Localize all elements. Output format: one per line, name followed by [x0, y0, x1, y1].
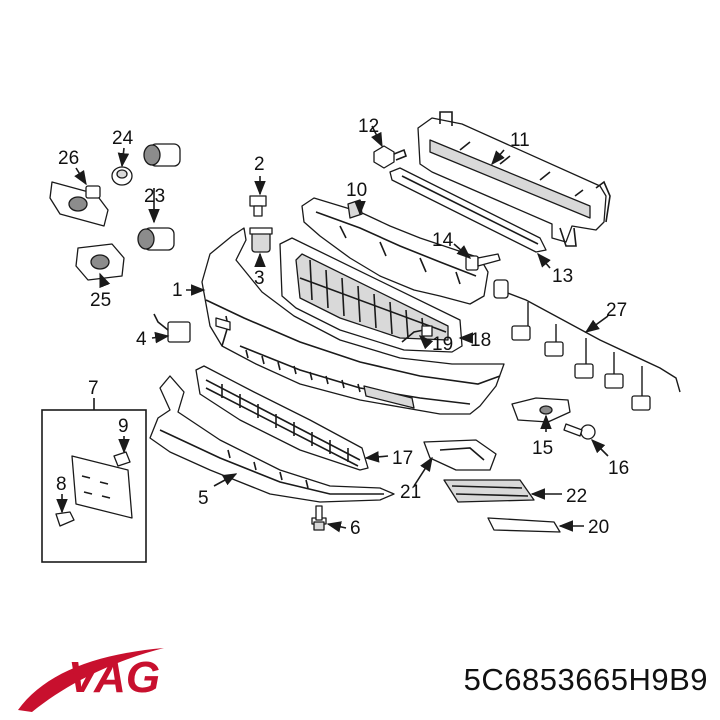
logo-swoosh [18, 648, 164, 712]
callout-27: 27 [606, 300, 627, 321]
callout-8: 8 [56, 474, 67, 495]
callout-15: 15 [532, 438, 553, 459]
part-number: 5C6853665H9B9 [463, 662, 708, 697]
part-11-bumper-beam [417, 111, 611, 247]
part-1-bumper-cover [201, 227, 505, 415]
callout-20: 20 [588, 517, 609, 538]
part-17-lower-grille [195, 365, 369, 471]
part-3-clip [249, 227, 273, 253]
part-13-absorber-strip [389, 167, 547, 253]
part-14-bolt [465, 253, 501, 271]
callout-19: 19 [432, 334, 453, 355]
vag-logo: VAG [18, 648, 164, 712]
callout-25: 25 [90, 290, 111, 311]
callout-numbers: 1 2 3 4 5 6 7 8 9 10 11 12 13 14 15 16 1… [56, 116, 629, 539]
part-24-grommet [111, 166, 133, 186]
callout-24: 24 [112, 128, 134, 149]
callout-26: 26 [58, 148, 79, 169]
callout-16: 16 [608, 458, 629, 479]
callout-13: 13 [552, 266, 573, 287]
callout-4: 4 [136, 329, 147, 350]
part-23-parking-sensor [137, 143, 181, 251]
part-25-sensor-holder [75, 243, 125, 281]
logo-wordmark: VAG [68, 653, 160, 702]
part-16-screw [563, 423, 596, 440]
callout-2: 2 [254, 154, 265, 175]
callout-12: 12 [358, 116, 379, 137]
part-27-wiring-harness [493, 279, 681, 411]
part-7-plate-box [41, 409, 147, 563]
callout-21: 21 [400, 482, 421, 503]
callout-9: 9 [118, 416, 129, 437]
callout-6: 6 [350, 518, 361, 539]
part-6-clip [311, 505, 327, 531]
part-12-nut [373, 145, 407, 169]
part-5-spoiler [149, 375, 395, 503]
callout-5: 5 [198, 488, 209, 509]
callout-14: 14 [432, 230, 454, 251]
callout-22: 22 [566, 486, 587, 507]
part-2-screw [249, 195, 267, 217]
callout-1: 1 [172, 280, 183, 301]
part-15-trim [511, 397, 571, 423]
callout-10: 10 [346, 180, 367, 201]
part-22-grille-insert [443, 479, 535, 503]
part-20-strip [487, 517, 561, 533]
callout-3: 3 [254, 268, 265, 289]
callout-17: 17 [392, 448, 413, 469]
callout-18: 18 [470, 330, 491, 351]
leader-lines [56, 125, 609, 533]
part-21-cover [423, 439, 497, 471]
part-26-sensor-bracket [49, 181, 109, 227]
callout-23: 23 [144, 186, 165, 207]
callout-11: 11 [510, 130, 530, 151]
callout-7: 7 [88, 378, 99, 399]
